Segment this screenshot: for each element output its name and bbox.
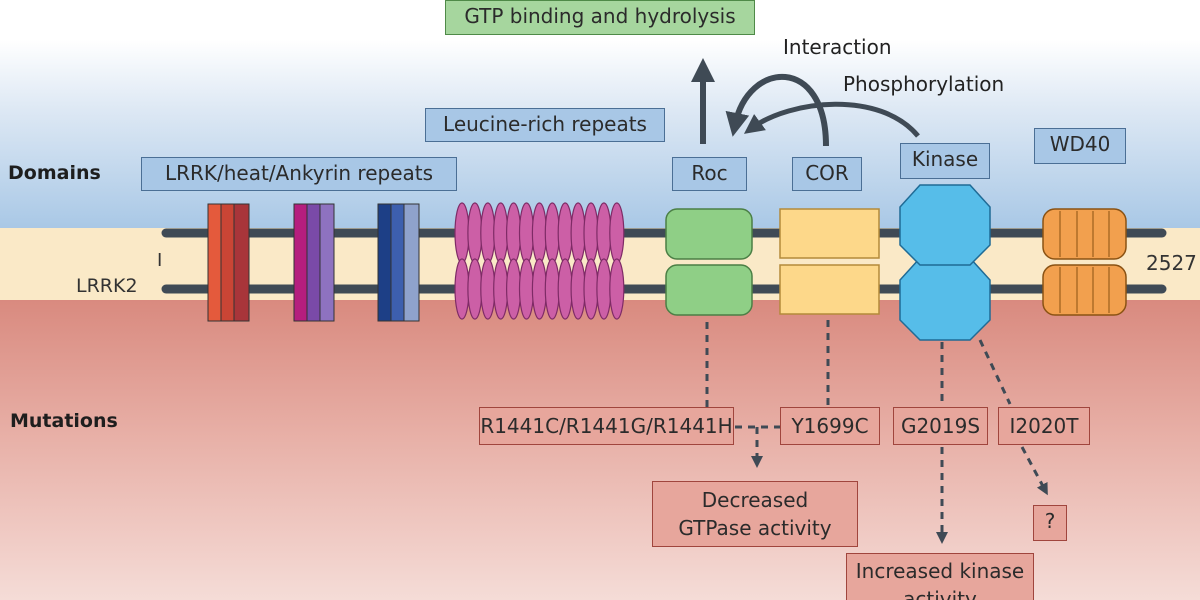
cor-label: COR [792, 157, 862, 191]
interaction-arrow [725, 74, 829, 147]
heat-repeat-purple [293, 203, 335, 322]
lrr-repeat-unit [493, 258, 509, 320]
lrr-repeat-unit [544, 258, 560, 320]
unknown-effect-box: ? [1033, 505, 1067, 541]
roc-label: Roc [672, 157, 747, 191]
gtp-binding-box: GTP binding and hydrolysis [445, 0, 755, 35]
residue-end-label: 2527 [1146, 251, 1197, 275]
g2019s-mutation-box: G2019S [893, 407, 988, 445]
roc-domain-lower [665, 264, 753, 316]
lrr-repeat-unit [596, 202, 612, 264]
lrr-repeat-unit [544, 202, 560, 264]
lrrk-repeats-label: LRRK/heat/Ankyrin repeats [141, 157, 457, 191]
lrr-repeat-unit [518, 202, 535, 264]
lrr-repeat-unit [583, 202, 599, 264]
cor-domain-upper [779, 208, 880, 259]
phosphorylation-arrow [743, 101, 920, 138]
wd40-domain-upper [1042, 208, 1127, 260]
residue-start-label: I [157, 250, 163, 271]
lrr-repeat-unit [493, 202, 509, 264]
lrrk-repeat-red [207, 203, 250, 322]
i2020t-line [978, 339, 1012, 405]
kinase-label: Kinase [900, 143, 990, 179]
lrr-repeat-unit [454, 202, 470, 264]
decreased-gtpase-line2: GTPase activity [678, 516, 832, 540]
leucine-rich-repeats [454, 202, 625, 320]
lrr-repeat-unit [480, 258, 496, 320]
lrr-repeat-unit [467, 258, 483, 320]
r1441-mutation-box: R1441C/R1441G/R1441H [479, 407, 734, 445]
phosphorylation-label: Phosphorylation [843, 72, 1005, 96]
lrr-repeat-unit [480, 202, 496, 264]
roc-domain-upper [665, 208, 753, 260]
y1699c-mutation-box: Y1699C [780, 407, 880, 445]
increased-kinase-line1: Increased kinase [855, 559, 1025, 583]
i2020t-mutation-box: I2020T [998, 407, 1090, 445]
wd40-label: WD40 [1034, 128, 1126, 164]
mutations-band [0, 300, 1200, 600]
increased-kinase-box: Increased kinase activity [846, 553, 1034, 600]
lrr-repeat-unit [557, 258, 573, 320]
increased-kinase-line2: activity [903, 587, 977, 600]
lrr-repeat-unit [557, 202, 573, 264]
lrr-repeat-unit [531, 258, 548, 320]
mutations-heading: Mutations [10, 410, 118, 432]
lrr-repeat-unit [570, 258, 586, 320]
lrr-repeat-unit [454, 258, 470, 320]
lrr-repeat-unit [518, 258, 535, 320]
domains-heading: Domains [8, 162, 101, 184]
interaction-label: Interaction [783, 35, 892, 59]
lrr-repeat-unit [609, 202, 625, 264]
lrr-repeat-unit [583, 258, 599, 320]
lrr-repeat-unit [467, 202, 483, 264]
lrr-repeat-unit [505, 258, 522, 320]
lrr-repeat-unit [531, 202, 548, 264]
kinase-domain-lower [899, 257, 991, 341]
leucine-rich-repeats-label: Leucine-rich repeats [425, 108, 665, 142]
lrr-repeat-unit [609, 258, 625, 320]
cor-domain-lower [779, 264, 880, 315]
kinase-domain-upper [899, 184, 991, 266]
wd40-domain-lower [1042, 264, 1127, 316]
unknown-effect-arrow [1020, 446, 1048, 496]
lrr-repeat-unit [505, 202, 522, 264]
lrr-repeat-unit [596, 258, 612, 320]
lrr-repeat-unit [570, 202, 586, 264]
decreased-gtpase-line1: Decreased [701, 488, 809, 512]
decreased-gtpase-box: Decreased GTPase activity [652, 481, 858, 547]
lrrk2-label: LRRK2 [76, 275, 138, 297]
ankyrin-repeat-blue [377, 203, 420, 322]
